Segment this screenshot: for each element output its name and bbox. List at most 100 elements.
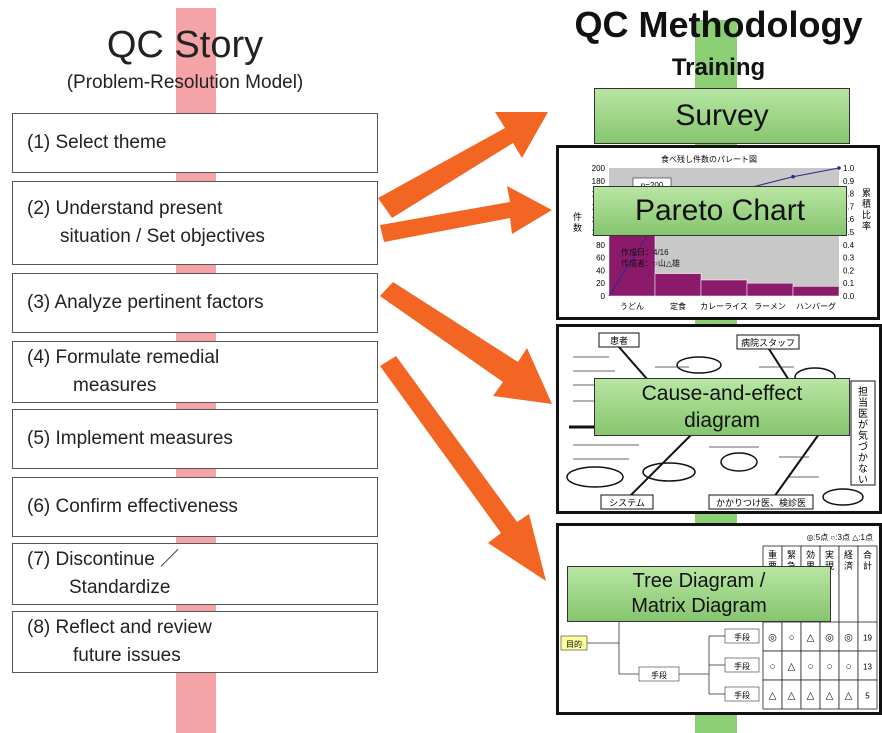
pareto-ylabel-right-char: 積 xyxy=(862,198,871,209)
pareto-right-tick: 0.2 xyxy=(843,266,855,275)
matrix-cell-value: ◎ xyxy=(768,633,777,644)
matrix-cell xyxy=(857,679,878,710)
fishbone-bottom-left: システム xyxy=(609,498,645,508)
arrow-to-survey xyxy=(378,112,548,218)
pareto-chart-label: Pareto Chart xyxy=(634,194,806,227)
fishbone-effect-char: 当 xyxy=(858,396,868,409)
pareto-category: カレーライス xyxy=(700,302,748,311)
matrix-cell-value: 13 xyxy=(863,663,872,672)
matrix-header-char: 合 xyxy=(863,549,872,560)
survey-label: Survey xyxy=(675,99,769,132)
fishbone-ellipse xyxy=(566,466,624,488)
matrix-header-char: 効 xyxy=(806,549,815,560)
matrix-cell-value: △ xyxy=(807,633,815,644)
pareto-right-tick: 0.7 xyxy=(843,202,855,211)
pareto-right-tick: 0.6 xyxy=(843,215,855,224)
fishbone-cat-box xyxy=(736,334,800,350)
step-8: (8) Reflect and review future issues xyxy=(12,611,378,673)
qc-story-title: QC Story xyxy=(106,24,264,66)
step-4-line2: measures xyxy=(73,375,157,396)
pareto-left-tick: 200 xyxy=(592,164,606,173)
fishbone-effect-char: 担 xyxy=(858,386,868,398)
fishbone-cat-box xyxy=(600,494,654,510)
pareto-right-tick: 0.4 xyxy=(843,241,855,250)
pareto-right-tick: 0.0 xyxy=(843,292,855,301)
step-8-line1: (8) Reflect and review xyxy=(27,617,212,639)
fishbone-ellipse xyxy=(676,356,722,374)
pareto-category: ハンバーグ xyxy=(796,301,836,311)
step-2-line2: situation / Set objectives xyxy=(60,226,265,247)
fishbone-ellipse xyxy=(642,462,696,482)
tree-matrix-label-1: Tree Diagram / xyxy=(632,570,766,592)
matrix-cell-value: △ xyxy=(788,662,796,673)
fishbone-effect-char: が xyxy=(858,418,868,431)
matrix-cell-value: ○ xyxy=(845,662,851,673)
pareto-category: 定食 xyxy=(670,301,686,311)
matrix-header-char: 経 xyxy=(844,549,853,560)
pareto-chart-label-box: Pareto Chart xyxy=(593,186,847,236)
tree-goal: 目的 xyxy=(566,639,582,649)
tree-matrix-label-2: Matrix Diagram xyxy=(631,595,767,617)
pareto-ylabel-right-char: 累 xyxy=(862,188,871,198)
fishbone-bone xyxy=(628,426,700,498)
fishbone-effect-char: づ xyxy=(858,441,868,453)
pareto-left-tick: 80 xyxy=(596,241,605,250)
fishbone-effect-box xyxy=(850,380,876,486)
step-8-line2: future issues xyxy=(73,645,181,666)
pareto-left-tick: 40 xyxy=(596,266,605,275)
pareto-right-tick: 1.0 xyxy=(843,164,855,173)
step-4-line1: (4) Formulate remedial xyxy=(27,347,220,369)
step-5-line1: (5) Implement measures xyxy=(27,428,233,450)
matrix-cell-value: ◎ xyxy=(825,633,834,644)
pareto-right-tick: 0.1 xyxy=(843,279,855,288)
pareto-category: うどん xyxy=(620,302,644,311)
survey-box: Survey xyxy=(594,88,850,144)
fishbone-ellipse xyxy=(720,452,758,472)
pareto-note-n: n=200 xyxy=(641,181,664,190)
pareto-category: ラーメン xyxy=(754,302,786,311)
fishbone-effect-char: か xyxy=(858,452,868,464)
matrix-cell-value: △ xyxy=(807,691,815,702)
pareto-right-tick: 0.9 xyxy=(843,177,855,186)
tree-matrix-label-box: Tree Diagram / Matrix Diagram xyxy=(567,566,831,622)
matrix-header-char: 実 xyxy=(825,549,834,560)
fishbone-cat-box xyxy=(708,494,814,510)
tree-means: 手段 xyxy=(734,661,750,671)
step-1: (1) Select theme xyxy=(12,113,378,173)
cause-effect-label-1: Cause-and-effect xyxy=(641,381,803,405)
matrix-cell-value: △ xyxy=(788,691,796,702)
matrix-header-char: 急 xyxy=(787,560,796,571)
matrix-legend: ◎:5点 ○:3点 △:1点 xyxy=(807,533,873,542)
pareto-left-tick: 60 xyxy=(596,254,605,263)
pareto-left-tick: 20 xyxy=(596,279,605,288)
arrow-to-tree-matrix xyxy=(380,356,546,581)
step-7: (7) Discontinue ／ Standardize xyxy=(12,543,378,605)
step-7-line2: Standardize xyxy=(69,577,171,598)
step-7-line1: (7) Discontinue ／ xyxy=(27,549,180,571)
pareto-note-date: 作成日：4/16 xyxy=(621,247,669,257)
step-2: (2) Understand present situation / Set o… xyxy=(12,181,378,265)
fishbone-top-left: 患者 xyxy=(610,335,628,346)
matrix-cell-value: ○ xyxy=(807,662,813,673)
matrix-cell-value: △ xyxy=(845,691,853,702)
cause-effect-label-2: diagram xyxy=(684,409,760,432)
pareto-right-tick: 0.5 xyxy=(843,228,855,237)
pareto-left-tick: 0 xyxy=(601,292,606,301)
step-4: (4) Formulate remedial measures xyxy=(12,341,378,403)
tree-means-box xyxy=(638,666,680,682)
fishbone-effect-char: い xyxy=(858,475,868,486)
fishbone-ellipse xyxy=(822,488,864,506)
matrix-cell-value: 5 xyxy=(865,692,870,701)
arrow-to-cause-effect xyxy=(380,282,552,404)
pareto-right-tick: 0.3 xyxy=(843,254,855,263)
qc-methodology-subtitle: Training xyxy=(671,54,766,81)
pareto-left-tick: 180 xyxy=(592,177,606,186)
matrix-header-char: 済 xyxy=(844,560,853,571)
fishbone-bone xyxy=(773,426,825,498)
step-6: (6) Confirm effectiveness xyxy=(12,477,378,537)
pareto-ylabel-right-char: 比 xyxy=(862,209,871,220)
tree-means: 手段 xyxy=(734,632,750,642)
matrix-cell-value: △ xyxy=(826,691,834,702)
matrix-cell-value: ○ xyxy=(788,633,794,644)
matrix-cell-value: ○ xyxy=(769,662,775,673)
